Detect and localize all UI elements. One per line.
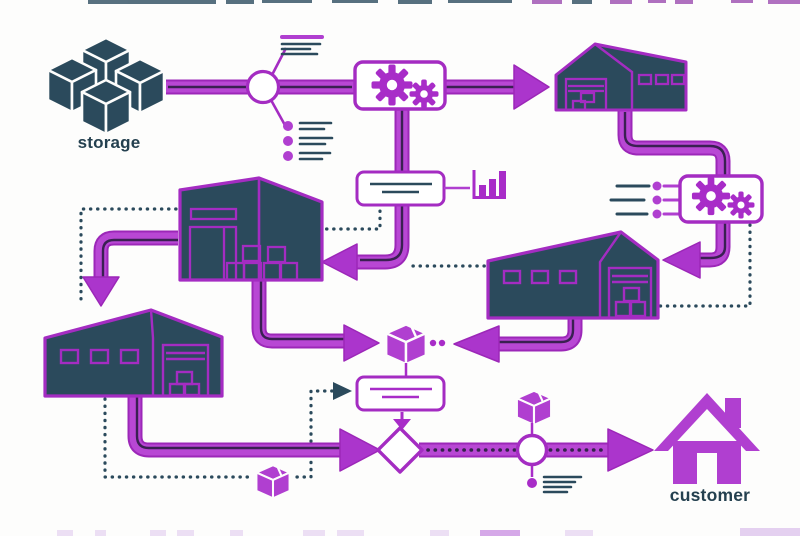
bar-chart-icon [472,170,506,199]
gears-icon [691,176,755,219]
flow-arrowheads [82,64,701,472]
transit-circle-icon [515,423,549,488]
storage-label: storage [77,133,141,152]
trail-dot [429,339,437,347]
package-route-icon [255,464,291,500]
dotted-labelcard1-to-warehouse-central [321,202,382,231]
gears-icon [371,64,439,109]
package-central-icon [384,323,428,366]
notes-list-icon [280,35,324,56]
warehouse-top-right-icon [554,42,688,112]
customer-label: customer [669,485,751,505]
dotted-connectors [79,202,752,479]
info-card-2 [355,375,446,412]
bullet-list-icon [283,121,334,161]
trail-dot [438,339,446,347]
dotted-warehouse-central-to-bottomleft [79,207,178,303]
warehouse-bottom-left-icon [43,308,224,398]
house-icon [654,393,760,484]
dotted-arrowhead [333,382,352,400]
top-edge-marks [88,0,800,4]
decision-diamond-icon [376,426,424,474]
info-card-1 [355,170,470,207]
dotted-package-to-labelcard2 [295,389,334,479]
speed-lines-icon [609,181,682,219]
down-arrow [393,412,411,430]
package-transit-icon [515,389,553,426]
transit-notes-icon [542,475,583,494]
flow-pipes [93,79,731,458]
process-gearbox-1 [353,60,447,111]
warehouse-central-icon [178,176,324,282]
dotted-warehouse-bottomleft-run [103,397,253,479]
storage-boxes-icon [46,36,166,136]
warehouse-mid-right-icon [486,230,660,320]
junction-circle-icon [245,47,288,128]
bottom-edge-marks [57,528,800,536]
dotted-gearbox2-to-warehouse-midright [649,223,752,308]
process-gearbox-2 [678,174,764,224]
pipe-center-stripes [101,85,727,450]
